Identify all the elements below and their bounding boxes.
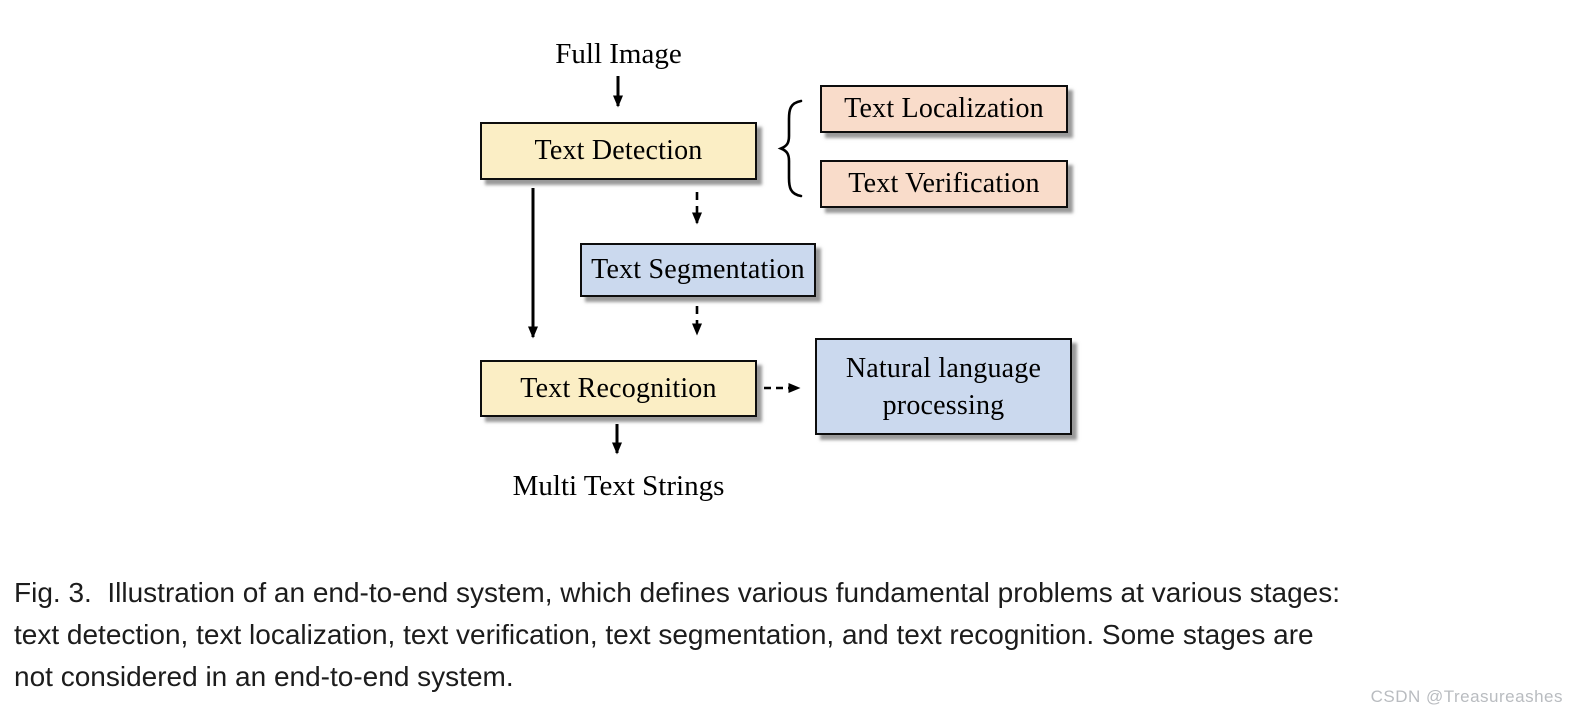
caption-line-3: not considered in an end-to-end system. [14,661,514,692]
node-text-verification: Text Verification [820,160,1068,208]
node-text-detection: Text Detection [480,122,757,180]
figure-caption: Fig. 3. Illustration of an end-to-end sy… [14,572,1564,698]
node-text-recognition: Text Recognition [480,360,757,417]
node-text-segmentation: Text Segmentation [580,243,816,297]
label-multi-text-strings: Multi Text Strings [512,470,725,502]
node-natural-language-processing: Natural language processing [815,338,1072,435]
label-full-image: Full Image [555,38,682,70]
caption-line-1: Fig. 3. Illustration of an end-to-end sy… [14,577,1341,608]
watermark: CSDN @Treasureashes [1370,687,1563,706]
brace [777,99,803,198]
caption-line-2: text detection, text localization, text … [14,619,1314,650]
node-text-localization: Text Localization [820,85,1068,133]
